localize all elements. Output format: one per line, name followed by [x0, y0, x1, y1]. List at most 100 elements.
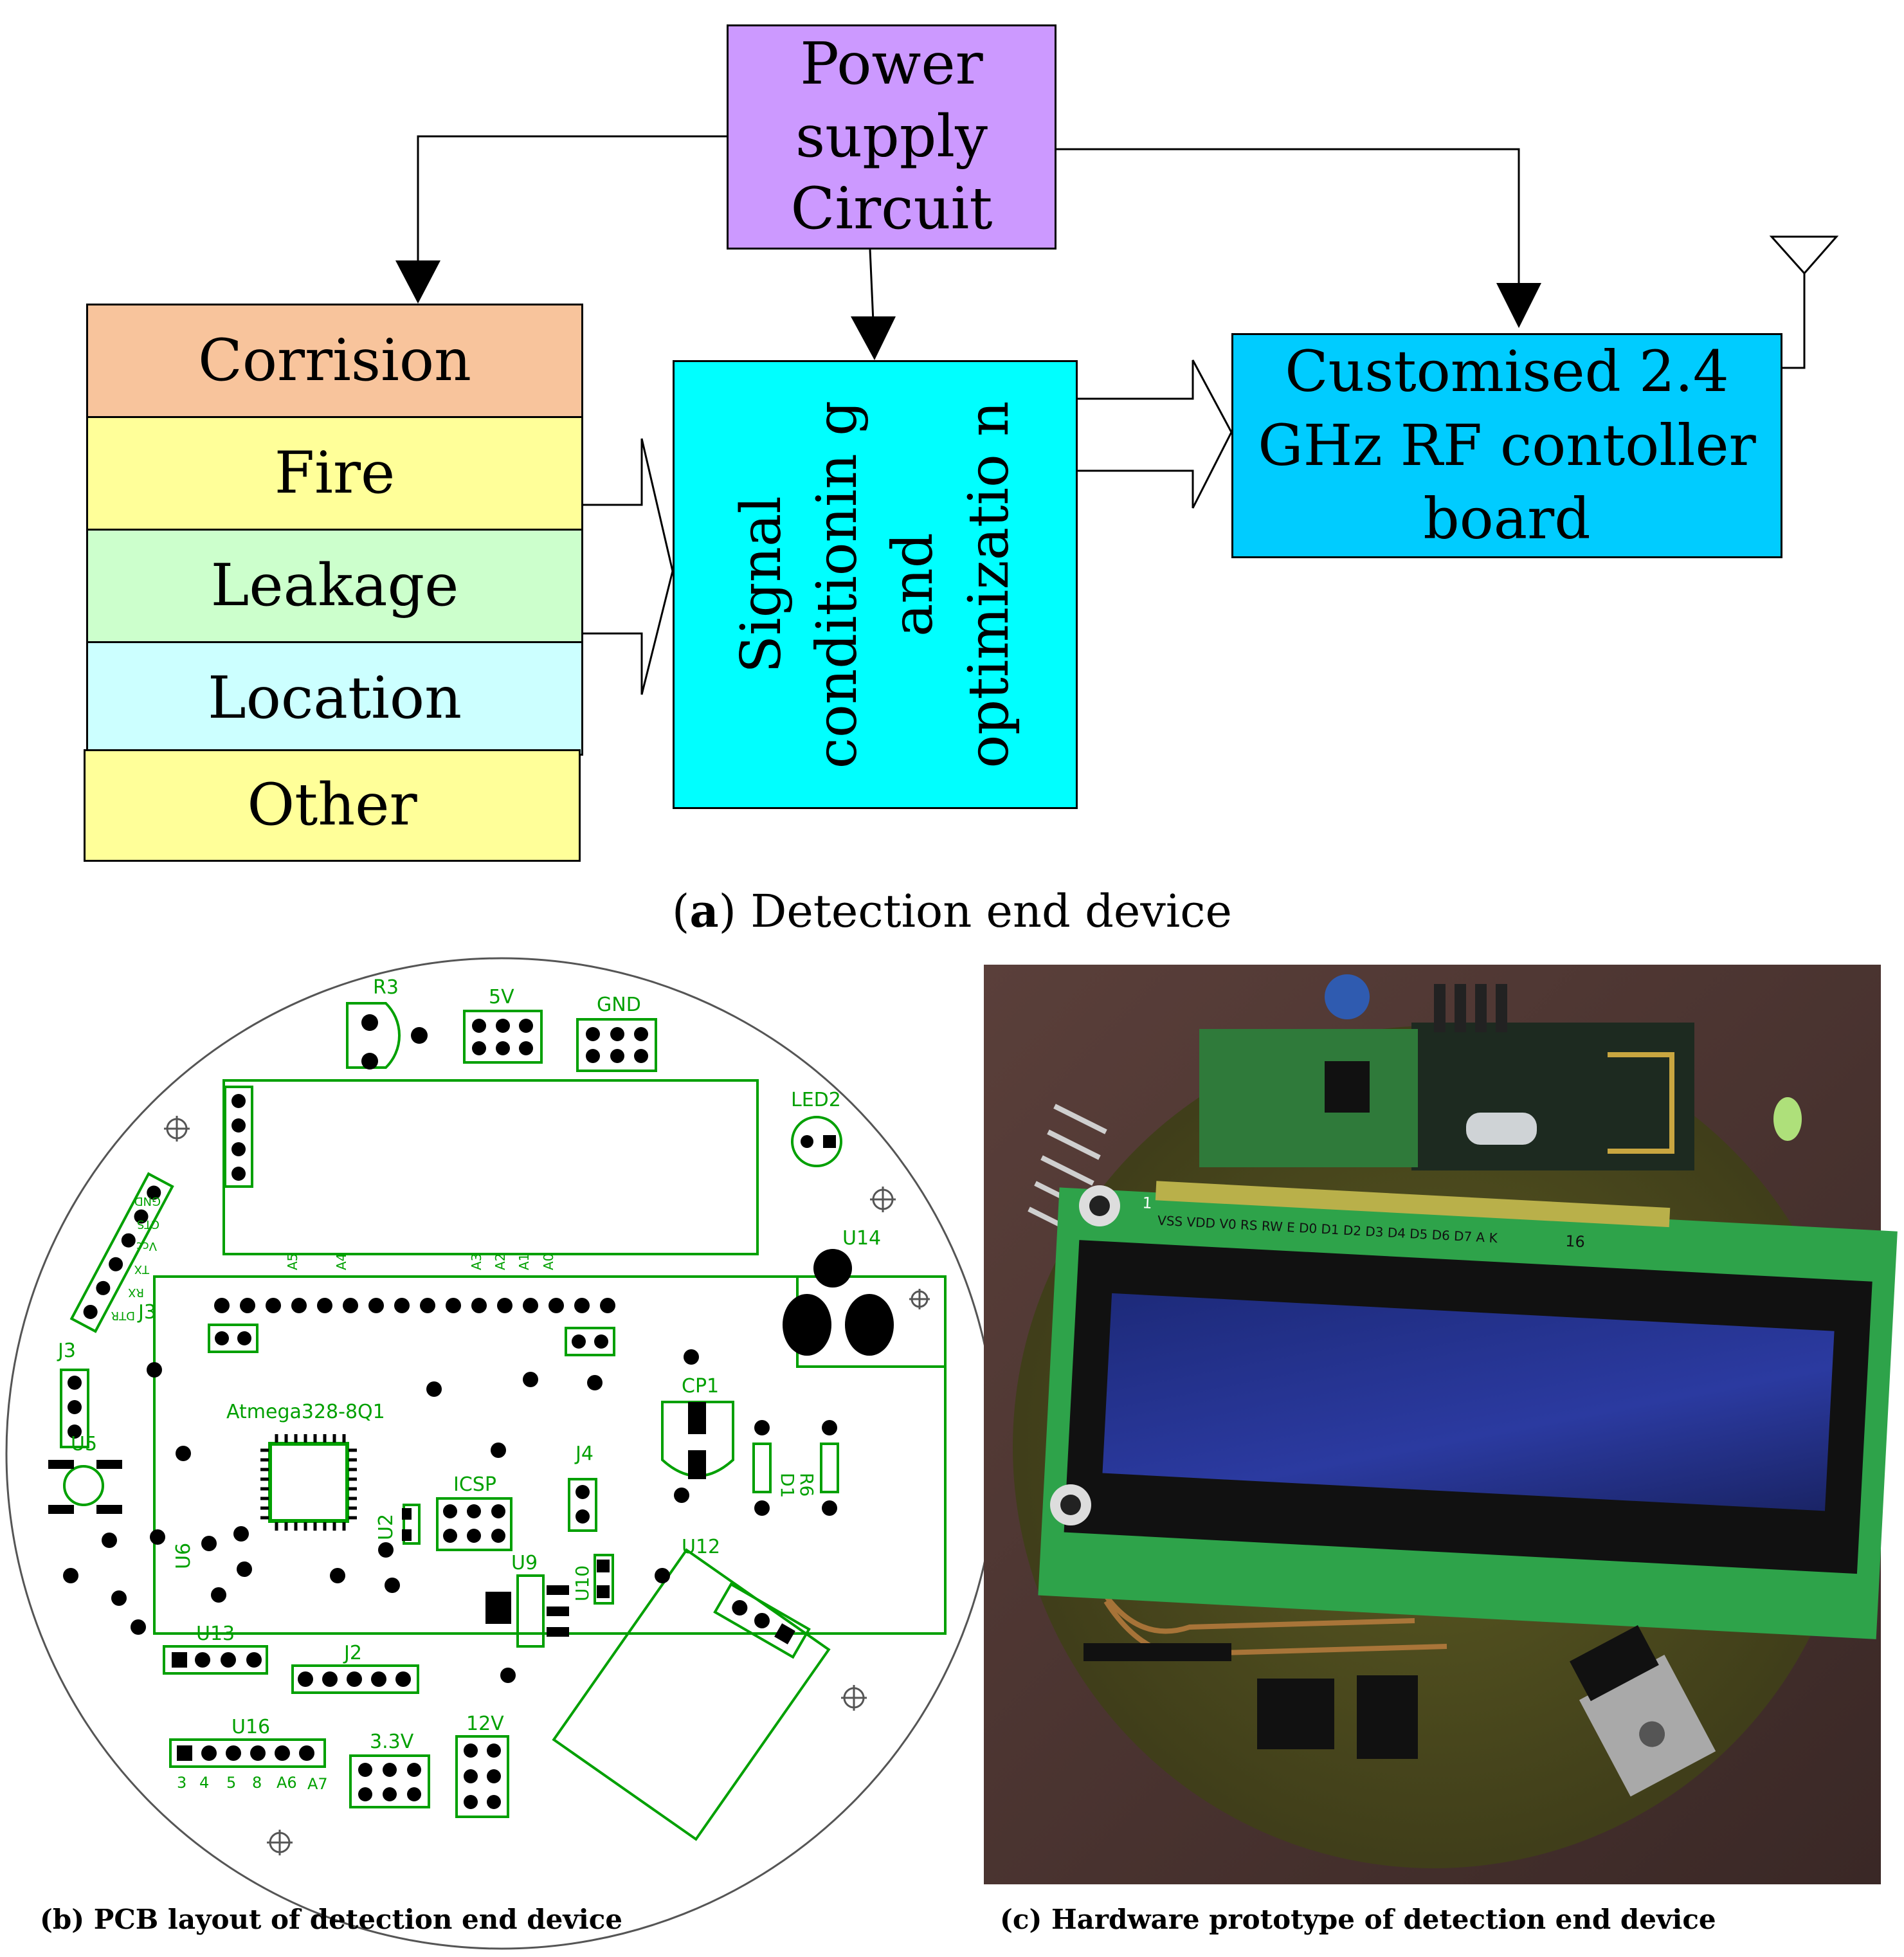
svg-text:CTS: CTS — [137, 1217, 159, 1231]
svg-text:A1: A1 — [516, 1253, 532, 1270]
pcb-r3-pad — [411, 1027, 428, 1044]
power-to-sensors-arrow — [417, 135, 727, 270]
pcb-label-u10: U10 — [572, 1565, 593, 1601]
power-to-signal-arrow — [869, 249, 875, 322]
pcb-j3 — [60, 1369, 89, 1448]
pcb-icsp — [436, 1497, 512, 1551]
svg-text:RX: RX — [128, 1286, 144, 1299]
pcb-main-footprint — [153, 1275, 947, 1635]
caption-c: (c) Hardware prototype of detection end … — [1000, 1904, 1716, 1935]
pcb-ftdi-header — [69, 1172, 174, 1333]
signal-conditioning-text-wrap: Signal conditionin g and optimizatio n — [673, 360, 1078, 809]
sensor-other: Other — [84, 749, 581, 862]
pcb-label-icsp: ICSP — [453, 1473, 496, 1496]
pcb-label-led2: LED2 — [791, 1089, 841, 1111]
pcb-label-3v3: 3.3V — [370, 1731, 414, 1753]
pcb-label-gnd: GND — [597, 994, 641, 1016]
pcb-label-u12: U12 — [682, 1536, 720, 1558]
pcb-label-u2: U2 — [375, 1514, 397, 1540]
power-supply-label: Power supply Circuit — [790, 30, 993, 243]
svg-text:DTR: DTR — [111, 1309, 135, 1322]
pcb-u9 — [516, 1574, 545, 1648]
photo-lcd-pcb — [1038, 1187, 1898, 1639]
pcb-label-d1: D1 — [777, 1473, 798, 1498]
pcb-j4 — [568, 1478, 597, 1532]
sensor-label: Other — [247, 771, 417, 839]
pcb-label-u9: U9 — [511, 1552, 538, 1574]
svg-text:A2: A2 — [493, 1253, 508, 1270]
svg-text:A0: A0 — [541, 1253, 556, 1270]
pcb-left-header — [224, 1086, 253, 1188]
pcb-u16 — [169, 1738, 326, 1768]
pcb-analog-labels: A5 A4 A3 A2 A1 A0 — [285, 1253, 556, 1270]
pcb-ftdi-labels: GND CTS Vcc TX RX DTR — [111, 1194, 161, 1322]
svg-text:A6: A6 — [277, 1774, 297, 1792]
power-to-signal-arrowhead — [851, 316, 896, 360]
pcb-top-pin-row — [214, 1298, 615, 1313]
svg-text:A7: A7 — [307, 1775, 328, 1793]
pcb-label-u14: U14 — [842, 1227, 881, 1250]
pcb-atmega-pins — [260, 1434, 357, 1531]
photo-pcb-board — [1013, 1026, 1855, 1868]
svg-text:A3: A3 — [469, 1253, 484, 1270]
svg-text:Vcc: Vcc — [136, 1239, 157, 1253]
caption-a-text: Detection end device — [750, 885, 1232, 938]
pcb-label-5v: 5V — [489, 986, 514, 1008]
pcb-label-atmega: Atmega328-8Q1 — [226, 1401, 385, 1423]
pcb-label-j4: J4 — [574, 1443, 594, 1465]
pcb-vias — [63, 1349, 837, 1683]
pcb-label-r3: R3 — [373, 976, 399, 999]
sensors-to-signal-hollow-arrow — [582, 438, 674, 695]
pcb-led2 — [791, 1116, 842, 1167]
photo-lcd-screen — [1102, 1293, 1835, 1511]
pcb-label-j3: J3 — [57, 1340, 76, 1362]
sensor-label: Leakage — [210, 551, 459, 619]
caption-a: (a) Detection end device — [672, 884, 1232, 938]
pcb-u16-pin-labels: 3 4 5 8 A6 A7 — [177, 1774, 328, 1793]
svg-text:GND: GND — [134, 1194, 161, 1208]
pcb-display-footprint — [222, 1079, 759, 1255]
pcb-5v-header — [463, 1010, 543, 1064]
sensor-label: Fire — [274, 439, 395, 507]
svg-text:A4: A4 — [334, 1253, 349, 1270]
pcb-mount-holes — [164, 1116, 930, 1855]
pcb-r3-pad — [361, 1053, 378, 1070]
power-to-sensors-arrowhead — [395, 260, 440, 304]
power-to-rf-arrowhead — [1496, 283, 1541, 328]
pcb-cp1 — [661, 1401, 734, 1477]
pcb-r3-pad — [361, 1014, 378, 1031]
svg-text:4: 4 — [199, 1774, 209, 1792]
sensor-label: Location — [207, 664, 462, 732]
pcb-label-cp1: CP1 — [682, 1375, 719, 1397]
signal-conditioning-label: Signal conditionin g and optimizatio n — [729, 400, 1021, 769]
pcb-j2 — [291, 1664, 419, 1694]
pcb-label-j3-b: J3 — [137, 1301, 156, 1324]
pcb-12v-header — [455, 1735, 509, 1818]
photo-lcd-bezel — [1064, 1240, 1872, 1574]
pcb-header-pads — [472, 1019, 648, 1063]
caption-b: (b) PCB layout of detection end device — [40, 1904, 623, 1935]
pcb-atmega-chip — [268, 1442, 349, 1523]
pcb-label-r6: R6 — [796, 1473, 817, 1497]
sensor-location: Location — [86, 641, 583, 756]
photo-lcd-pin-row — [1155, 1181, 1671, 1228]
photo-lcd-pin-first: 1 — [1142, 1194, 1153, 1212]
sensor-fire: Fire — [86, 416, 583, 531]
pcb-r3-outline — [346, 1002, 401, 1069]
pcb-3v3-header — [349, 1754, 430, 1808]
pcb-outline — [5, 957, 998, 1950]
sensor-corrision: Corrision — [86, 304, 583, 418]
pcb-label-u5: U5 — [71, 1433, 97, 1455]
svg-text:A5: A5 — [285, 1253, 300, 1270]
signal-to-rf-hollow-arrow — [1078, 360, 1233, 509]
photo-bottom-headers — [1083, 1643, 1418, 1759]
rf-board-label: Customised 2.4 GHz RF contoller board — [1258, 338, 1756, 552]
photo-sensor-module — [1199, 1029, 1418, 1167]
pcb-label-u13: U13 — [196, 1623, 235, 1645]
pcb-gnd-header — [576, 1018, 657, 1072]
photo-lcd-pin-labels: VSS VDD V0 RS RW E D0 D1 D2 D3 D4 D5 D6 … — [1157, 1212, 1499, 1246]
power-supply-box: Power supply Circuit — [727, 24, 1056, 250]
power-to-rf-arrow — [1055, 148, 1520, 283]
photo-header-pins — [1028, 1104, 1107, 1237]
svg-text:8: 8 — [252, 1774, 262, 1792]
